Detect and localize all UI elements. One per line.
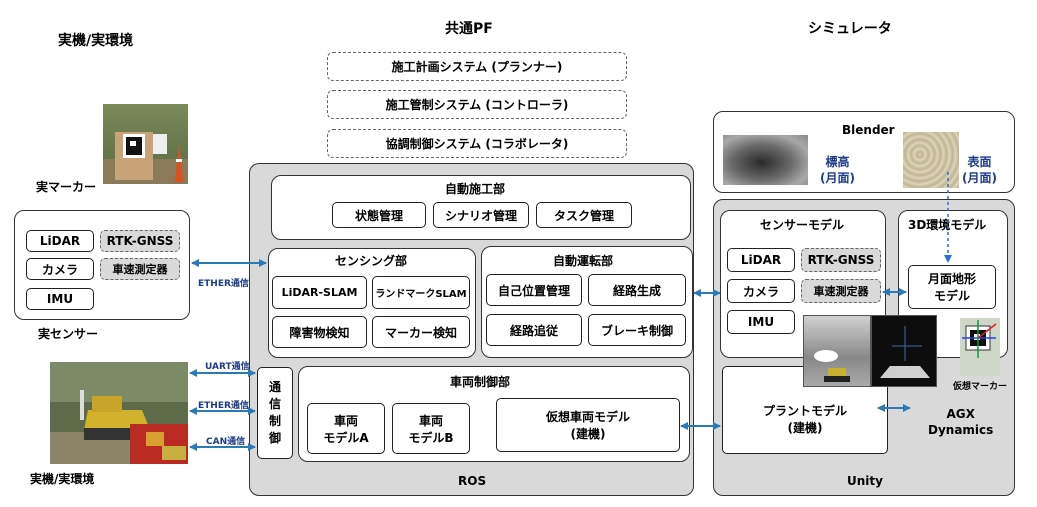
- vehicle-model-b-line2: モデルB: [408, 430, 454, 445]
- real-marker-photo: [103, 104, 188, 184]
- lunar-terrain-line1: 月面地形: [927, 272, 976, 286]
- comm-char-1: 通: [268, 380, 281, 394]
- virtual-marker-svg: [962, 320, 997, 358]
- surface-image: [903, 132, 959, 188]
- elevation-label: 標高 (月面): [820, 154, 855, 186]
- virtual-marker-caption: 仮想マーカー: [953, 382, 1008, 392]
- sensing-title: センシング部: [335, 254, 408, 268]
- pf-collaborator[interactable]: 協調制御システム (コラボレータ): [327, 129, 627, 158]
- real-machine-image: [50, 362, 188, 464]
- virtual-vehicle-model[interactable]: 仮想車両モデル (建機): [496, 398, 680, 452]
- brake-control[interactable]: ブレーキ制御: [588, 314, 686, 346]
- elevation-line2: (月面): [820, 171, 855, 185]
- sim-sensor-imu[interactable]: IMU: [727, 310, 795, 334]
- real-sensor-speed[interactable]: 車速測定器: [100, 258, 180, 280]
- ros-label: ROS: [458, 474, 487, 488]
- real-sensor-rtk-gnss[interactable]: RTK-GNSS: [100, 230, 180, 252]
- vehicle-model-b-line1: 車両: [418, 413, 443, 428]
- sim-sensor-rtk-gnss[interactable]: RTK-GNSS: [801, 248, 881, 272]
- sensor-model-title: センサーモデル: [760, 218, 845, 232]
- comm-control[interactable]: 通 信 制 御: [257, 367, 293, 459]
- header-pf: 共通PF: [445, 21, 493, 37]
- elevation-image: [723, 135, 808, 185]
- obstacle-detection[interactable]: 障害物検知: [272, 316, 367, 348]
- vehicle-model-b[interactable]: 車両 モデルB: [392, 403, 470, 454]
- elevation-line1: 標高: [825, 155, 850, 169]
- real-marker-image: [103, 132, 188, 184]
- real-sensor-lidar[interactable]: LiDAR: [26, 230, 94, 252]
- real-sensor-camera[interactable]: カメラ: [26, 258, 94, 280]
- comm-char-2: 信: [268, 397, 281, 411]
- task-management[interactable]: タスク管理: [536, 202, 632, 228]
- vehicle-model-a-line2: モデルA: [323, 430, 369, 445]
- auto-construction-title: 自動施工部: [445, 182, 506, 196]
- sim-sensor-lidar[interactable]: LiDAR: [727, 248, 795, 272]
- path-generation[interactable]: 経路生成: [588, 274, 686, 306]
- lunar-terrain-line2: モデル: [933, 289, 970, 303]
- virtual-marker-image: [960, 318, 1000, 376]
- scenario-management[interactable]: シナリオ管理: [433, 202, 529, 228]
- blender-title: Blender: [842, 123, 895, 137]
- comm-char-4: 御: [268, 431, 281, 445]
- unity-label: Unity: [847, 474, 883, 488]
- marker-detection[interactable]: マーカー検知: [372, 316, 470, 348]
- real-machine-photo: [50, 362, 188, 464]
- pf-planner[interactable]: 施工計画システム (プランナー): [327, 52, 627, 81]
- header-sim: シミュレータ: [808, 21, 892, 37]
- real-machine-caption: 実機/実環境: [30, 472, 95, 486]
- path-following[interactable]: 経路追従: [486, 314, 582, 346]
- link-can-label: CAN通信: [206, 437, 246, 447]
- self-localization[interactable]: 自己位置管理: [486, 274, 582, 306]
- sim-view-camera: [803, 315, 871, 387]
- surface-label: 表面 (月面): [962, 154, 997, 186]
- plant-model-line1: プラントモデル: [762, 404, 847, 418]
- surface-line2: (月面): [962, 171, 997, 185]
- virtual-vehicle-line2: (建機): [570, 427, 606, 441]
- vehicle-model-a-line1: 車両: [333, 413, 358, 428]
- state-management[interactable]: 状態管理: [332, 202, 426, 228]
- lunar-terrain-model[interactable]: 月面地形 モデル: [908, 265, 996, 309]
- agx-line2: Dynamics: [928, 423, 994, 437]
- pf-controller[interactable]: 施工管制システム (コントローラ): [327, 90, 627, 119]
- link-uart-label: UART通信: [205, 362, 250, 372]
- link-ether-label: ETHER通信: [198, 401, 249, 411]
- comm-char-3: 制: [268, 414, 281, 428]
- surface-line1: 表面: [967, 155, 992, 169]
- sim-view-lidar-image: [880, 326, 930, 378]
- real-sensor-imu[interactable]: IMU: [26, 288, 94, 310]
- vehicle-control-title: 車両制御部: [450, 375, 511, 389]
- sim-view-lidar: [871, 315, 937, 387]
- header-real: 実機/実環境: [58, 33, 134, 49]
- link-ether-top-label: ETHER通信等: [198, 279, 258, 289]
- auto-driving-title: 自動運転部: [553, 254, 614, 268]
- real-sensors-caption: 実センサー: [38, 327, 99, 341]
- lidar-slam[interactable]: LiDAR-SLAM: [272, 276, 367, 309]
- sim-sensor-camera[interactable]: カメラ: [727, 279, 795, 303]
- env3d-title: 3D環境モデル: [908, 218, 987, 232]
- virtual-vehicle-line1: 仮想車両モデル: [545, 410, 630, 424]
- agx-line1: AGX: [946, 407, 975, 421]
- plant-model-line2: (建機): [787, 421, 823, 435]
- vehicle-model-a[interactable]: 車両 モデルA: [307, 403, 385, 454]
- sim-view-camera-image: [814, 350, 850, 382]
- landmark-slam[interactable]: ランドマークSLAM: [372, 276, 470, 309]
- sim-sensor-speed[interactable]: 車速測定器: [801, 279, 881, 303]
- real-marker-caption: 実マーカー: [36, 180, 97, 194]
- agx-dynamics-label: AGX Dynamics: [928, 406, 993, 438]
